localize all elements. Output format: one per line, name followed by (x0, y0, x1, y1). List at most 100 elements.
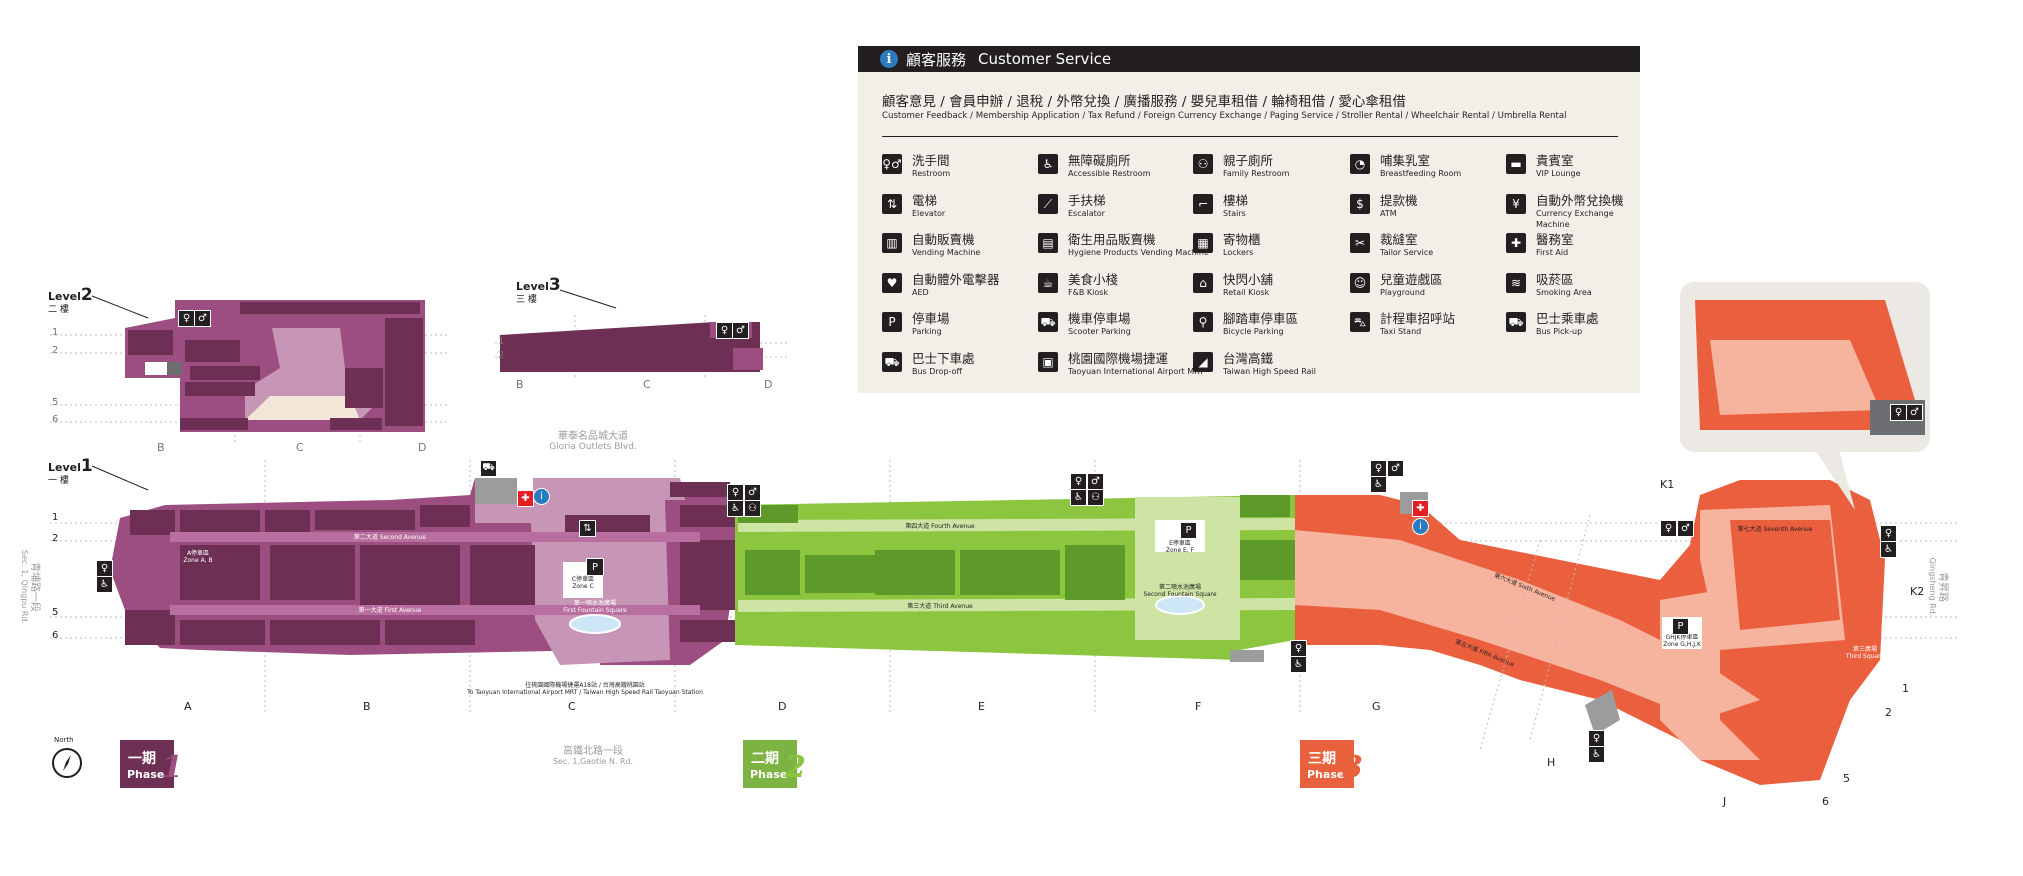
parking-icon: P (586, 558, 604, 576)
legend-item-label-zh: 哺集乳室 (1380, 153, 1431, 168)
parking-icon: P (1672, 618, 1689, 635)
legend-item-label-en: Taiwan High Speed Rail (1223, 367, 1317, 376)
legend-item-label-zh: 自動體外電擊器 (912, 272, 1000, 287)
zone-label-k2: K2 (1910, 585, 1925, 598)
row-label-5: 5 (52, 607, 59, 618)
playground-icon: ☺ (1350, 273, 1370, 293)
restroom-icon: ♂ (1906, 404, 1923, 421)
tailor-icon: ✂ (1350, 233, 1370, 253)
legend-item-label-en: ATM (1380, 209, 1397, 218)
legend-item-label-en: Restroom (912, 169, 951, 178)
services-list-zh: 顧客意見 / 會員申辦 / 退稅 / 外幣兌換 / 廣播服務 / 嬰兒車租借 /… (882, 94, 1406, 110)
legend-item-label-zh: 台灣高鐵 (1223, 351, 1274, 366)
legend-item-label-en: Parking (912, 327, 942, 336)
col-label-b: B (363, 700, 371, 713)
restroom-icon: ♿ (1588, 746, 1605, 763)
legend-item-label-en: Bus Pick-up (1536, 327, 1583, 336)
wheelchair-icon: ♿ (1370, 476, 1387, 493)
seventh-avenue-label: 第七大道 Seventh Avenue (1737, 526, 1813, 533)
restroom-icon: ♂ (1387, 460, 1404, 477)
services-list-en: Customer Feedback / Membership Applicati… (882, 111, 1567, 121)
currency-exchange-icon: ¥ (1506, 194, 1526, 214)
scooter-icon: ⛟ (1038, 312, 1058, 332)
legend-item-label-zh: 桃園國際機場捷運 (1068, 351, 1169, 366)
legend-item-label-zh: 電梯 (912, 193, 938, 208)
legend-item-label-en: F&B Kiosk (1068, 288, 1109, 297)
exit-number-5: 5 (1843, 772, 1850, 785)
legend-title-zh: 顧客服務 (906, 50, 967, 69)
exit-number-1: 1 (1902, 682, 1909, 695)
col-label-d: D (778, 700, 787, 713)
legend-header: i 顧客服務 Customer Service (858, 46, 1640, 72)
phase3-plan (1295, 282, 1930, 785)
l2-col-label-d: D (418, 441, 427, 454)
legend-item-label-zh: 吸菸區 (1536, 272, 1574, 287)
col-label-g: G (1372, 700, 1381, 713)
legend-item-label-en: VIP Lounge (1536, 169, 1581, 178)
level2-label: Level2 二 樓 (48, 285, 93, 315)
family-restroom-icon: ⚇ (1193, 154, 1213, 174)
legend-title-en: Customer Service (978, 50, 1112, 68)
legend-item-label-zh: 巴士下車處 (912, 351, 975, 366)
restroom-icon: ⛟ (480, 460, 497, 477)
legend-item-label-en: Playground (1380, 288, 1425, 297)
wheelchair-icon: ♿ (1070, 489, 1087, 506)
parking-icon: P (882, 312, 902, 332)
legend-item-label-en: Taoyuan International Airport MRT (1068, 367, 1204, 376)
zone-label-k1: K1 (1660, 478, 1675, 491)
restroom-icon: ♂ (1087, 473, 1104, 490)
fourth-avenue-label: 第四大道 Fourth Avenue (905, 523, 975, 530)
first-aid-icon: ✚ (1506, 233, 1526, 253)
restroom-icon: ♿ (96, 576, 113, 593)
restroom-icon: ♀ (1370, 460, 1387, 477)
restroom-icon: ♀ (727, 484, 744, 501)
restroom-icon: ♂ (744, 484, 761, 501)
l2-row-label-5: 5 (52, 397, 59, 408)
vip-lounge-icon: ▬ (1506, 154, 1526, 174)
legend-item-label-zh: 機車停車場 (1068, 311, 1131, 326)
parking-icon: P (1180, 522, 1197, 539)
restroom-icon: ♀ (96, 560, 113, 577)
phase2-plan (735, 495, 1295, 662)
legend-item-label-zh: 計程車招呼站 (1380, 311, 1456, 326)
col-label-f: F (1195, 700, 1202, 713)
third-avenue-label: 第三大道 Third Avenue (907, 603, 973, 610)
col-label-h: H (1547, 756, 1556, 769)
legend-item-label-zh: 自動販賣機 (912, 232, 975, 247)
elevator-icon: ⇅ (882, 194, 902, 214)
col-label-j: J (1723, 795, 1727, 808)
legend-item-label-en: Scooter Parking (1068, 327, 1131, 336)
compass-label: North (54, 736, 74, 744)
legend-item-label-zh: 提款機 (1380, 193, 1418, 208)
legend-item-label-en: Stairs (1223, 209, 1246, 218)
legend-item-label-zh: 自動外幣兌換機 (1536, 193, 1624, 208)
legend-item-label-en: First Aid (1536, 248, 1569, 257)
compass-icon (52, 748, 82, 778)
legend-item-label-en: Taxi Stand (1380, 327, 1422, 336)
legend-item-label-en: Bus Drop-off (912, 367, 962, 376)
restroom-icon: ♀ (1290, 640, 1307, 657)
restroom-icon: ⚇ (744, 500, 761, 517)
